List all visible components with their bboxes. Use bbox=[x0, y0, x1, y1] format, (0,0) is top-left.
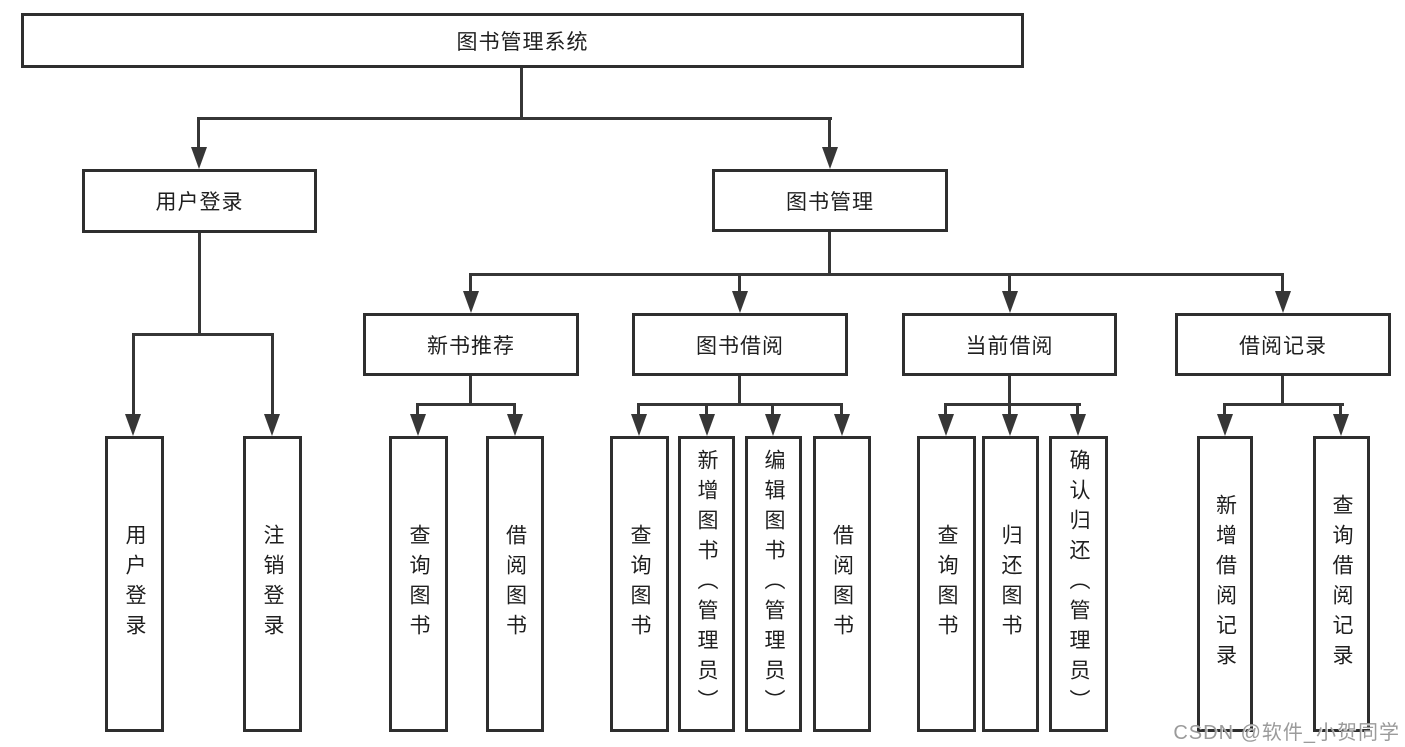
arrowhead-down-icon bbox=[264, 414, 280, 436]
arrowhead-down-icon bbox=[125, 414, 141, 436]
node-label: 编辑图书（管理员） bbox=[762, 449, 785, 719]
leaf-logout-login: 注销登录 bbox=[243, 436, 302, 732]
connector-line bbox=[1008, 273, 1011, 295]
leaf-confirm-return-admin: 确认归还（管理员） bbox=[1049, 436, 1108, 732]
arrowhead-down-icon bbox=[463, 291, 479, 313]
arrowhead-down-icon bbox=[1275, 291, 1291, 313]
node-label: 注销登录 bbox=[261, 524, 284, 644]
arrowhead-down-icon bbox=[732, 291, 748, 313]
connector-line bbox=[469, 376, 472, 406]
connector-line bbox=[738, 376, 741, 406]
connector-line bbox=[520, 68, 523, 120]
connector-line bbox=[1339, 403, 1342, 417]
connector-line bbox=[771, 403, 774, 417]
arrowhead-down-icon bbox=[938, 414, 954, 436]
node-label: 图书管理 bbox=[786, 190, 874, 214]
node-label: 查询图书 bbox=[935, 524, 958, 644]
node-library-management-system: 图书管理系统 bbox=[21, 13, 1024, 68]
connector-line bbox=[271, 333, 274, 415]
arrowhead-down-icon bbox=[834, 414, 850, 436]
arrowhead-down-icon bbox=[699, 414, 715, 436]
connector-line bbox=[469, 273, 1284, 276]
arrowhead-down-icon bbox=[1002, 291, 1018, 313]
node-label: 查询图书 bbox=[628, 524, 651, 644]
connector-line bbox=[828, 117, 831, 147]
node-user-login: 用户登录 bbox=[82, 169, 317, 233]
connector-line bbox=[738, 273, 741, 295]
connector-line bbox=[1008, 376, 1011, 406]
connector-line bbox=[1076, 403, 1079, 417]
leaf-query-books-current: 查询图书 bbox=[917, 436, 976, 732]
arrowhead-down-icon bbox=[410, 414, 426, 436]
connector-line bbox=[1281, 273, 1284, 295]
arrowhead-down-icon bbox=[507, 414, 523, 436]
connector-line bbox=[416, 403, 419, 417]
arrowhead-down-icon bbox=[1333, 414, 1349, 436]
connector-line bbox=[132, 333, 274, 336]
connector-line bbox=[197, 117, 832, 120]
node-label: 图书管理系统 bbox=[456, 30, 589, 54]
leaf-query-borrow-record: 查询借阅记录 bbox=[1313, 436, 1370, 732]
connector-line bbox=[416, 403, 516, 406]
node-current-borrow: 当前借阅 bbox=[902, 313, 1117, 376]
arrowhead-down-icon bbox=[191, 147, 207, 169]
arrowhead-down-icon bbox=[1002, 414, 1018, 436]
node-label: 查询图书 bbox=[407, 524, 430, 644]
connector-line bbox=[705, 403, 708, 417]
arrowhead-down-icon bbox=[631, 414, 647, 436]
leaf-user-login: 用户登录 bbox=[105, 436, 164, 732]
node-label: 借阅记录 bbox=[1239, 334, 1327, 358]
connector-line bbox=[1008, 403, 1011, 417]
leaf-query-books-recommend: 查询图书 bbox=[389, 436, 448, 732]
leaf-edit-books-admin: 编辑图书（管理员） bbox=[745, 436, 802, 732]
connector-line bbox=[637, 403, 640, 417]
leaf-return-books: 归还图书 bbox=[982, 436, 1039, 732]
connector-line bbox=[132, 333, 135, 415]
leaf-borrow-books-recommend: 借阅图书 bbox=[486, 436, 544, 732]
node-label: 查询借阅记录 bbox=[1330, 494, 1353, 674]
connector-line bbox=[828, 232, 831, 276]
connector-line bbox=[1223, 403, 1344, 406]
node-book-borrow: 图书借阅 bbox=[632, 313, 848, 376]
node-label: 归还图书 bbox=[999, 524, 1022, 644]
connector-line bbox=[513, 403, 516, 417]
node-label: 借阅图书 bbox=[503, 524, 527, 644]
arrowhead-down-icon bbox=[1070, 414, 1086, 436]
connector-line bbox=[1281, 376, 1284, 406]
node-label: 确认归还（管理员） bbox=[1067, 449, 1090, 719]
node-label: 新增借阅记录 bbox=[1213, 494, 1237, 674]
connector-line bbox=[469, 273, 472, 295]
connector-line bbox=[840, 403, 843, 417]
node-new-book-recommend: 新书推荐 bbox=[363, 313, 579, 376]
node-label: 当前借阅 bbox=[965, 334, 1054, 358]
connector-line bbox=[197, 117, 200, 147]
node-label: 用户登录 bbox=[123, 524, 146, 644]
node-borrow-records: 借阅记录 bbox=[1175, 313, 1391, 376]
leaf-borrow-books: 借阅图书 bbox=[813, 436, 871, 732]
arrowhead-down-icon bbox=[1217, 414, 1233, 436]
leaf-query-books-borrow: 查询图书 bbox=[610, 436, 669, 732]
node-label: 用户登录 bbox=[155, 191, 244, 214]
leaf-add-books-admin: 新增图书（管理员） bbox=[678, 436, 735, 732]
connector-line bbox=[944, 403, 947, 417]
node-book-management: 图书管理 bbox=[712, 169, 948, 232]
node-label: 借阅图书 bbox=[830, 524, 854, 644]
connector-line bbox=[1223, 403, 1226, 417]
node-label: 新增图书（管理员） bbox=[695, 449, 718, 719]
node-label: 图书借阅 bbox=[696, 334, 784, 358]
connector-line bbox=[944, 403, 1081, 406]
leaf-add-borrow-record: 新增借阅记录 bbox=[1197, 436, 1253, 732]
connector-line bbox=[198, 233, 201, 336]
connector-line bbox=[637, 403, 843, 406]
arrowhead-down-icon bbox=[822, 147, 838, 169]
csdn-watermark: CSDN @软件_小贺同学 bbox=[1173, 722, 1400, 744]
arrowhead-down-icon bbox=[765, 414, 781, 436]
node-label: 新书推荐 bbox=[427, 334, 515, 358]
